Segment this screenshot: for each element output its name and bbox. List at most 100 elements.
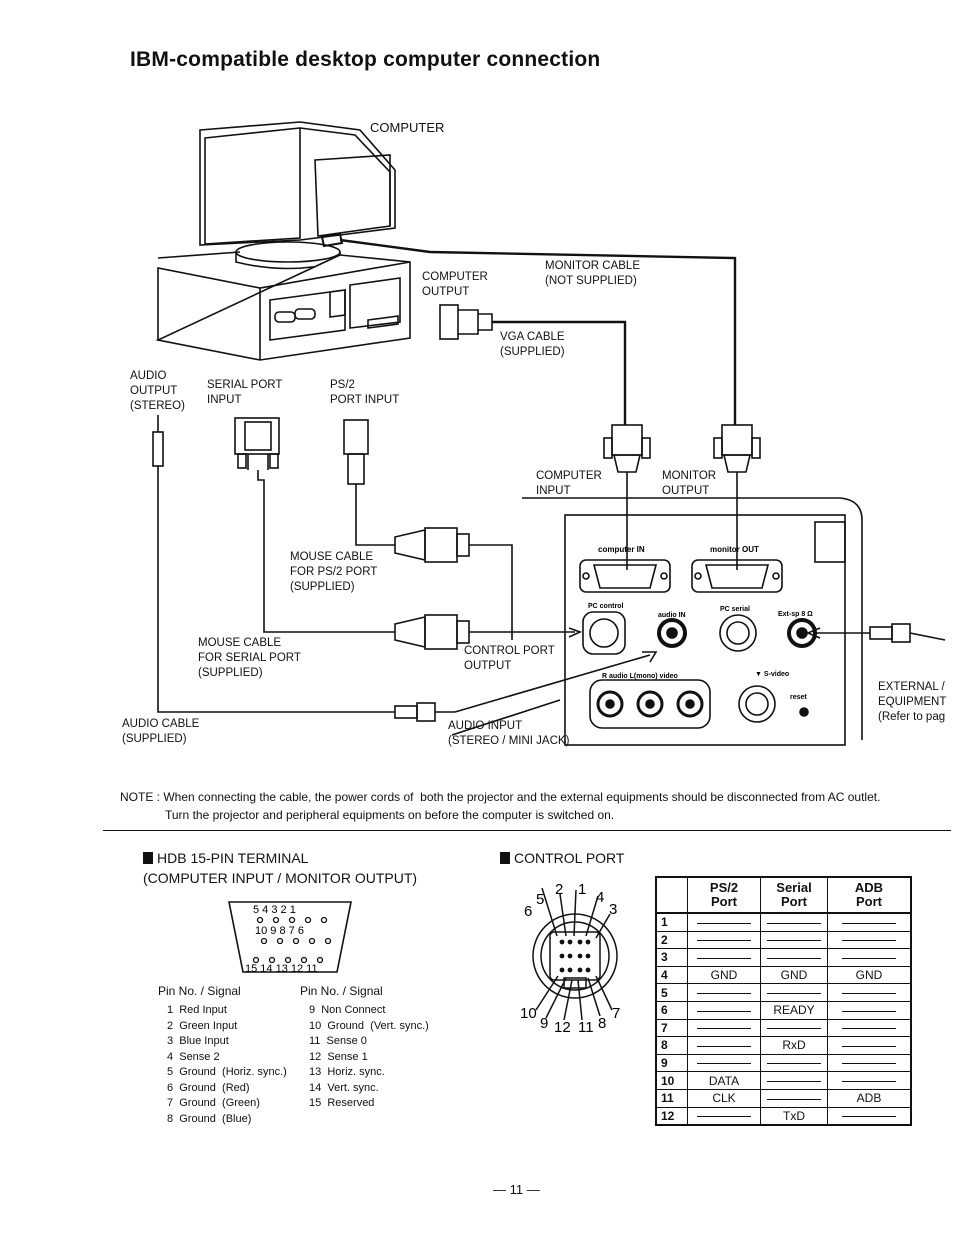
serial-cell	[760, 930, 828, 950]
control-port-heading-text: CONTROL PORT	[514, 850, 625, 866]
label-mouse-cable-serial: MOUSE CABLE FOR SERIAL PORT (SUPPLIED)	[198, 637, 301, 679]
serial-cell: READY	[760, 1000, 828, 1020]
empty-line	[842, 993, 896, 994]
empty-line	[697, 922, 751, 924]
cp-pin-10: 10	[520, 1005, 537, 1022]
adb-cell	[827, 930, 912, 950]
serial-cell: TxD	[760, 1106, 828, 1126]
empty-line	[697, 1116, 751, 1118]
cp-pin-6: 6	[524, 903, 532, 920]
label-audio-output: AUDIO OUTPUT (STEREO)	[130, 370, 185, 412]
panel-rca-labels: R audio L(mono) video	[602, 673, 678, 680]
ps2-cell	[687, 983, 761, 1002]
ps2-plug-icon	[343, 419, 395, 546]
serial-cell	[760, 1053, 828, 1073]
pin-number: 1	[655, 912, 688, 932]
empty-line	[767, 957, 821, 959]
ps2-cell	[687, 912, 761, 932]
table-row: 12 TxD	[655, 1106, 912, 1126]
adb-cell	[827, 1018, 912, 1038]
serial-cell: RxD	[760, 1036, 828, 1055]
label-computer: COMPUTER	[370, 120, 445, 135]
serial-cell	[760, 1018, 828, 1038]
adb-cell	[827, 1053, 912, 1073]
table-header-blank	[655, 876, 688, 914]
computer-case-icon	[155, 251, 411, 361]
pin-number: 5	[655, 983, 688, 1002]
pin-number: 12	[655, 1106, 688, 1126]
page-title: IBM-compatible desktop computer connecti…	[130, 48, 601, 71]
table-row: 9	[655, 1053, 912, 1073]
pin-number: 6	[655, 1000, 688, 1020]
hdb-heading: HDB 15-PIN TERMINAL (COMPUTER INPUT / MO…	[143, 848, 417, 888]
label-mouse-cable-ps2: MOUSE CABLE FOR PS/2 PORT (SUPPLIED)	[290, 551, 378, 593]
connection-diagram: computer IN monitor OUT PC control audio…	[152, 121, 946, 746]
empty-line	[842, 1010, 896, 1012]
bullet-square-icon	[143, 852, 153, 864]
ps2-cell	[687, 930, 761, 950]
adb-cell	[827, 983, 912, 1002]
hdb-col-header-right: Pin No. / Signal	[300, 984, 383, 998]
empty-line	[842, 1063, 896, 1065]
label-computer-output: COMPUTER OUTPUT	[422, 271, 488, 298]
panel-computer-in: computer IN	[598, 545, 645, 554]
adb-cell	[827, 1000, 912, 1020]
serial-cell	[760, 1071, 828, 1090]
adb-cell	[827, 1036, 912, 1055]
page-number: — 11 —	[493, 1182, 540, 1197]
label-control-port-output: CONTROL PORT OUTPUT	[464, 645, 555, 672]
panel-s-video: ▼ S-video	[755, 671, 789, 678]
label-computer-input: COMPUTER INPUT	[536, 470, 602, 497]
adb-cell	[827, 1106, 912, 1126]
ps2-cell	[687, 948, 761, 967]
cp-pin-11: 11	[578, 1019, 594, 1036]
ps2-cell: CLK	[687, 1088, 761, 1108]
empty-line	[842, 1045, 896, 1047]
pin-number: 3	[655, 948, 688, 967]
control-port-heading: CONTROL PORT	[500, 848, 624, 868]
empty-line	[767, 922, 821, 924]
panel-monitor-out: monitor OUT	[710, 545, 759, 554]
pin-number: 7	[655, 1018, 688, 1038]
vga-plug-computer-icon	[603, 424, 651, 473]
table-header-ps2: PS/2 Port	[687, 876, 761, 914]
empty-line	[697, 993, 751, 994]
ps2-cell	[687, 1036, 761, 1055]
panel-pc-serial: PC serial	[720, 606, 750, 613]
cp-pin-8: 8	[598, 1015, 606, 1032]
empty-line	[767, 1080, 821, 1082]
adb-cell	[827, 948, 912, 967]
monitor-icon	[199, 121, 396, 270]
cp-pin-1: 1	[578, 881, 586, 898]
empty-line	[767, 1098, 821, 1100]
empty-line	[697, 1028, 751, 1030]
hdb-heading-text: HDB 15-PIN TERMINAL (COMPUTER INPUT / MO…	[143, 850, 418, 886]
hdb-row-1: 5 4 3 2 1	[253, 904, 296, 916]
projector-panel-icon	[564, 514, 846, 746]
label-audio-input: AUDIO INPUT (STEREO / MINI JACK)	[448, 720, 570, 747]
mini-din-connector-icon-2	[394, 614, 575, 650]
hdb-row-3: 15 14 13 12 11	[245, 963, 318, 975]
label-monitor-cable: MONITOR CABLE (NOT SUPPLIED)	[545, 260, 640, 287]
serial-cell	[760, 948, 828, 967]
empty-line	[697, 957, 751, 959]
ps2-cell	[687, 1053, 761, 1073]
empty-line	[842, 1116, 896, 1118]
empty-line	[767, 1028, 821, 1030]
empty-line	[697, 1010, 751, 1012]
cp-pin-3: 3	[609, 901, 617, 918]
panel-audio-in: audio IN	[658, 612, 686, 619]
adb-cell: ADB	[827, 1088, 912, 1108]
table-header-adb: ADB Port	[827, 876, 912, 914]
empty-line	[842, 1080, 896, 1082]
divider	[103, 830, 951, 831]
cp-pin-9: 9	[540, 1015, 548, 1032]
cp-pin-5: 5	[536, 891, 544, 908]
empty-line	[697, 1045, 751, 1047]
empty-line	[697, 940, 751, 942]
